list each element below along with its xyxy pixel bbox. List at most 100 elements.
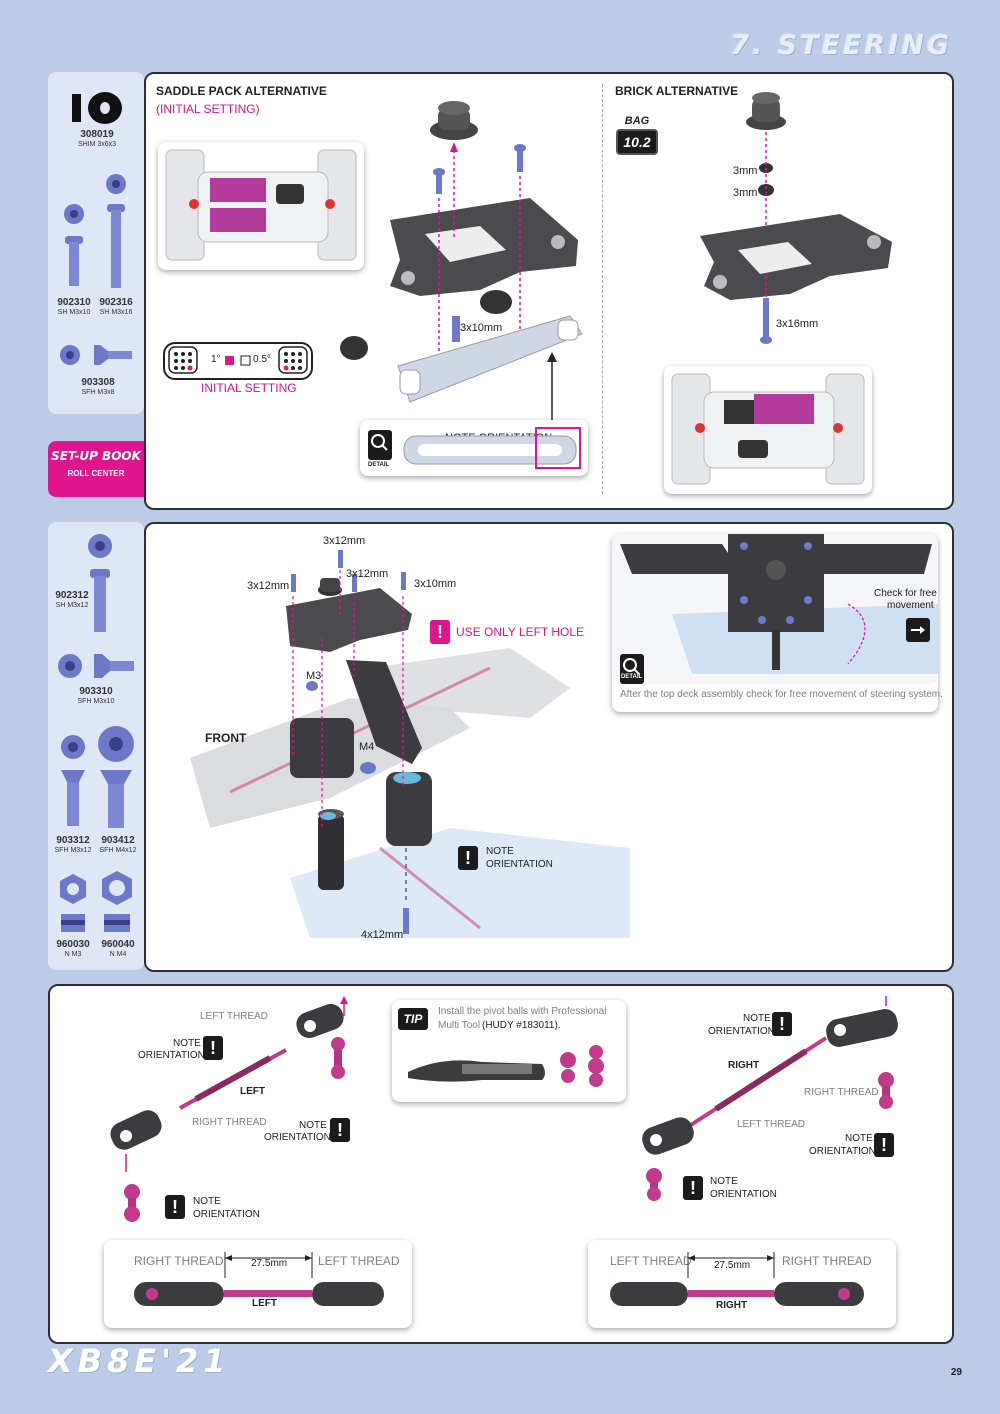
orientation-label: ORIENTATION bbox=[138, 1050, 205, 1061]
part-code: 903312 bbox=[56, 835, 90, 846]
screw-902310-icon bbox=[64, 204, 84, 286]
left-thread-label: LEFT THREAD bbox=[737, 1119, 805, 1130]
part-960030: 960030 N M3 bbox=[46, 939, 100, 959]
part-960040: 960040 N M4 bbox=[90, 939, 146, 959]
warning-icon: ! bbox=[330, 1118, 350, 1142]
part-903308: 903308 SFH M3x8 bbox=[70, 377, 126, 397]
part-code: 902310 bbox=[57, 297, 91, 308]
part-code: 903310 bbox=[79, 686, 113, 697]
check-free-line2: movement bbox=[887, 600, 934, 611]
orientation-label: ORIENTATION bbox=[809, 1146, 876, 1157]
note-label: NOTE bbox=[173, 1038, 201, 1049]
rod-name-label: LEFT bbox=[252, 1298, 277, 1309]
screw-903310-icon bbox=[58, 654, 134, 678]
shim-icon bbox=[72, 92, 122, 126]
front-label: FRONT bbox=[205, 731, 247, 745]
screw-903312-icon bbox=[61, 735, 85, 826]
initial-setting-label: INITIAL SETTING bbox=[201, 381, 297, 395]
orientation-label: ORIENTATION bbox=[710, 1189, 777, 1200]
part-desc: N M4 bbox=[109, 951, 127, 958]
note-label: NOTE bbox=[193, 1196, 221, 1207]
part-902316: 902316 SH M3x16 bbox=[90, 297, 142, 317]
part-desc: SH M3x10 bbox=[57, 309, 91, 316]
screw-902312-icon bbox=[88, 534, 112, 632]
part-desc: SFH M3x8 bbox=[81, 389, 115, 396]
nut-960030-icon bbox=[60, 874, 86, 932]
left-thread-label: LEFT THREAD bbox=[200, 1011, 268, 1022]
screw-3x10-label: 3x10mm bbox=[414, 578, 457, 590]
part-902312: 902312 SH M3x12 bbox=[44, 590, 100, 610]
note-label: NOTE bbox=[743, 1013, 771, 1024]
bag-number: 10.2 bbox=[616, 129, 658, 155]
warning-icon: ! bbox=[683, 1176, 703, 1200]
setup-book-tab[interactable]: SET-UP BOOK ROLL CENTER bbox=[48, 441, 144, 497]
nut-m4-label: M4 bbox=[359, 741, 375, 753]
pivot-balls-icon bbox=[560, 1045, 604, 1087]
part-desc: SH M3x12 bbox=[55, 602, 89, 609]
part-308019: 308019 SHIM 3x6x3 bbox=[69, 129, 125, 149]
part-code: 903412 bbox=[101, 835, 135, 846]
tip-text-1: Install the pivot balls with Professiona… bbox=[438, 1006, 607, 1017]
multi-tool-icon bbox=[408, 1060, 545, 1082]
warning-icon: ! bbox=[430, 620, 450, 644]
rod-left-thread-label: LEFT THREAD bbox=[610, 1254, 692, 1268]
part-desc: SH M3x16 bbox=[99, 309, 133, 316]
warning-icon: ! bbox=[203, 1036, 223, 1060]
chassis-thumbnail-brick bbox=[664, 366, 872, 494]
part-902310: 902310 SH M3x10 bbox=[48, 297, 100, 317]
part-desc: SFH M4x12 bbox=[99, 847, 137, 854]
page-number: 29 bbox=[950, 1367, 962, 1378]
screw-903412-icon bbox=[98, 726, 134, 828]
orientation-label: ORIENTATION bbox=[193, 1209, 260, 1220]
part-code: 902312 bbox=[55, 590, 89, 601]
insert-setting-diagram: 1° 0.5° bbox=[163, 342, 313, 380]
insert-left-angle: 1° bbox=[211, 354, 221, 365]
rod-length-label: 27.5mm bbox=[251, 1258, 288, 1269]
setup-book-subtitle: ROLL CENTER bbox=[67, 469, 125, 478]
part-903310: 903310 SFH M3x10 bbox=[68, 686, 124, 706]
brick-steering-plate bbox=[700, 92, 892, 344]
rod-right-thread-label: LEFT THREAD bbox=[318, 1254, 400, 1268]
right-thread-label: RIGHT THREAD bbox=[192, 1117, 267, 1128]
part-code: 308019 bbox=[80, 129, 114, 140]
part-code: 960030 bbox=[56, 939, 90, 950]
model-logo: XB8E'21 bbox=[48, 1342, 231, 1380]
right-steering-link-drawing bbox=[642, 996, 898, 1201]
note-orientation-detail: DETAIL NOTE ORIENTATION bbox=[360, 420, 588, 476]
part-code: 960040 bbox=[101, 939, 135, 950]
steering-plate-assembly bbox=[340, 101, 583, 426]
movement-icon bbox=[906, 618, 930, 642]
use-only-left-hole-label: USE ONLY LEFT HOLE bbox=[456, 625, 585, 639]
screw-3x10-label: 3x10mm bbox=[460, 322, 503, 334]
screw-4x12-label: 4x12mm bbox=[361, 929, 404, 941]
detail-magnifier-icon bbox=[368, 430, 392, 460]
warning-icon: ! bbox=[458, 846, 478, 870]
rod-length-label: 27.5mm bbox=[714, 1260, 751, 1271]
part-code: 902316 bbox=[99, 297, 133, 308]
brick-title: BRICK ALTERNATIVE bbox=[615, 84, 739, 98]
screw-902316-icon bbox=[106, 174, 126, 288]
bag-label: BAG bbox=[624, 115, 650, 127]
free-movement-detail: Check for free movement DETAIL After the… bbox=[612, 534, 943, 712]
tip-card: TIP Install the pivot balls with Profess… bbox=[392, 1000, 626, 1102]
tip-text-3: (HUDY #183011). bbox=[482, 1020, 561, 1031]
screw-3x12-label-top: 3x12mm bbox=[323, 535, 366, 547]
screw-3x12-label-mid: 3x12mm bbox=[346, 568, 389, 580]
tip-badge: TIP bbox=[398, 1008, 428, 1030]
orientation-label: ORIENTATION bbox=[486, 859, 553, 870]
screw-903308-icon bbox=[60, 345, 132, 365]
part-code: 903308 bbox=[81, 377, 115, 388]
right-label: RIGHT bbox=[728, 1060, 760, 1071]
detail-label: DETAIL bbox=[621, 674, 643, 680]
part-desc: SHIM 3x6x3 bbox=[77, 141, 117, 148]
part-903412: 903412 SFH M4x12 bbox=[90, 835, 146, 855]
part-desc: SFH M3x12 bbox=[54, 847, 92, 854]
chassis-thumbnail-saddle bbox=[158, 142, 364, 270]
saddle-subtitle: (INITIAL SETTING) bbox=[156, 102, 260, 116]
screw-3x12-label-left: 3x12mm bbox=[247, 580, 290, 592]
left-steering-link-drawing bbox=[110, 996, 348, 1222]
left-label: LEFT bbox=[240, 1086, 265, 1097]
rod-left-thread-label: RIGHT THREAD bbox=[134, 1254, 224, 1268]
rod-name-label: RIGHT bbox=[716, 1300, 748, 1311]
note-label: NOTE bbox=[845, 1133, 873, 1144]
